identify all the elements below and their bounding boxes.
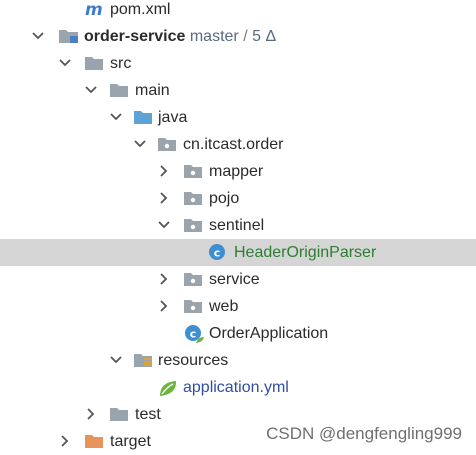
java-label: java (158, 109, 188, 126)
tree-row-order-application[interactable]: c OrderApplication (0, 320, 476, 347)
class-icon: c (207, 243, 227, 261)
tree-row-web[interactable]: web (0, 293, 476, 320)
tree-row-header-origin-parser[interactable]: c HeaderOriginParser (0, 239, 476, 266)
tree-row-src[interactable]: src (0, 50, 476, 77)
tree-row-main[interactable]: main (0, 77, 476, 104)
package-icon (157, 135, 177, 153)
folder-icon (84, 54, 104, 72)
tree-row-pom[interactable]: m pom.xml (0, 0, 476, 23)
package-icon (183, 162, 203, 180)
tree-row-package[interactable]: cn.itcast.order (0, 131, 476, 158)
header-origin-parser-label: HeaderOriginParser (234, 244, 377, 261)
package-icon (183, 189, 203, 207)
svg-text:c: c (190, 328, 197, 341)
tree-row-mapper[interactable]: mapper (0, 158, 476, 185)
chevron-down-icon[interactable] (109, 110, 123, 124)
chevron-down-icon[interactable] (58, 56, 72, 70)
chevron-right-icon[interactable] (157, 272, 171, 286)
chevron-right-icon[interactable] (157, 299, 171, 313)
target-label: target (110, 433, 151, 450)
package-label: cn.itcast.order (183, 136, 284, 153)
package-icon (183, 216, 203, 234)
git-changes-label: 5 Δ (252, 28, 277, 45)
svg-text:c: c (214, 247, 221, 260)
application-yml-label: application.yml (183, 379, 289, 396)
tree-row-sentinel[interactable]: sentinel (0, 212, 476, 239)
web-label: web (209, 298, 239, 315)
pom-label: pom.xml (110, 1, 171, 18)
main-label: main (135, 82, 170, 99)
chevron-down-icon[interactable] (31, 29, 45, 43)
chevron-right-icon[interactable] (157, 191, 171, 205)
chevron-down-icon[interactable] (133, 137, 147, 151)
tree-row-order-service[interactable]: order-service master / 5 Δ (0, 23, 476, 50)
tree-row-resources[interactable]: resources (0, 347, 476, 374)
chevron-right-icon[interactable] (84, 407, 98, 421)
src-label: src (110, 55, 132, 72)
module-folder-icon (58, 27, 78, 45)
tree-row-application-yml[interactable]: application.yml (0, 374, 476, 401)
pojo-label: pojo (209, 190, 240, 207)
chevron-down-icon[interactable] (109, 353, 123, 367)
package-icon (183, 270, 203, 288)
git-separator: / (243, 28, 248, 45)
maven-icon: m (84, 0, 104, 20)
watermark: CSDN @dengfengling999 (266, 424, 462, 443)
spring-class-icon: c (183, 324, 204, 343)
test-label: test (135, 406, 161, 423)
chevron-down-icon[interactable] (84, 83, 98, 97)
mapper-label: mapper (209, 163, 264, 180)
chevron-right-icon[interactable] (157, 164, 171, 178)
tree-row-target[interactable]: target (0, 428, 476, 455)
module-label: order-service (84, 28, 186, 45)
resources-label: resources (158, 352, 229, 369)
chevron-down-icon[interactable] (157, 218, 171, 232)
order-application-label: OrderApplication (209, 325, 329, 342)
folder-icon (109, 81, 129, 99)
tree-row-test[interactable]: test (0, 401, 476, 428)
git-branch-label: master (189, 28, 239, 45)
service-label: service (209, 271, 260, 288)
tree-row-service[interactable]: service (0, 266, 476, 293)
source-folder-icon (133, 108, 153, 126)
svg-text:m: m (85, 0, 103, 18)
chevron-right-icon[interactable] (58, 434, 72, 448)
package-icon (183, 297, 203, 315)
folder-icon (109, 405, 129, 423)
resources-folder-icon (133, 351, 153, 369)
tree-row-java[interactable]: java (0, 104, 476, 131)
tree-row-pojo[interactable]: pojo (0, 185, 476, 212)
excluded-folder-icon (84, 432, 104, 450)
sentinel-label: sentinel (209, 217, 265, 234)
spring-config-icon (157, 378, 177, 396)
